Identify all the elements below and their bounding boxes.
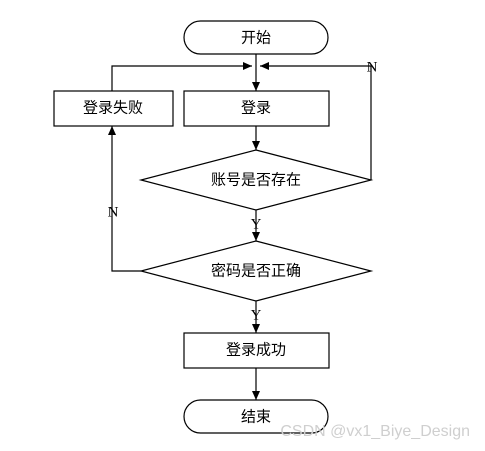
end-label: 结束 [241,408,271,426]
login-node: 登录 [183,90,330,127]
start-label: 开始 [241,29,271,47]
account-check-label: 账号是否存在 [211,171,301,189]
account-yes-label: Y [251,216,262,232]
edge-login-fail-loop [111,62,252,91]
login-success-node: 登录成功 [183,332,330,369]
login-label: 登录 [241,99,271,117]
login-success-label: 登录成功 [226,341,286,359]
password-check-label: 密码是否正确 [211,262,301,280]
login-fail-label: 登录失败 [83,99,143,117]
watermark: CSDN @vx1_Biye_Design [280,423,470,440]
password-yes-label: Y [251,307,262,323]
end-node: 结束 [183,399,329,434]
edge-account-no-loop [260,62,372,180]
account-no-label: N [367,59,378,75]
login-fail-node: 登录失败 [53,90,174,127]
password-no-label: N [108,204,119,220]
edge-password-no [108,126,141,272]
password-check-node: 密码是否正确 [138,240,374,302]
start-node: 开始 [183,20,329,55]
account-check-node: 账号是否存在 [138,149,374,211]
